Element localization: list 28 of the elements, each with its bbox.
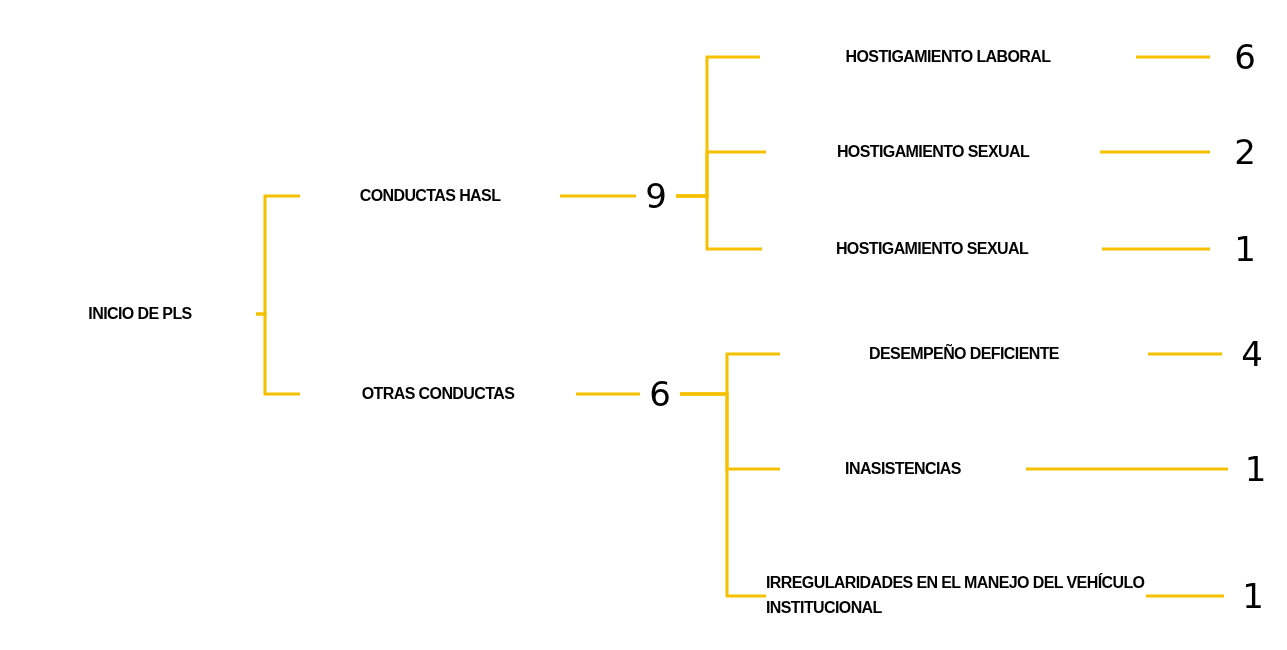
category-label: INICIO DE PLS bbox=[88, 303, 192, 324]
category-label: DESEMPEÑO DEFICIENTE bbox=[869, 343, 1059, 364]
count-value: 6 bbox=[1234, 37, 1256, 77]
category-label: CONDUCTAS HASL bbox=[359, 185, 501, 206]
connector-line bbox=[680, 392, 766, 598]
connector-line bbox=[1026, 467, 1228, 471]
category-label: HOSTIGAMIENTO SEXUAL bbox=[835, 238, 1029, 259]
category-label: HOSTIGAMIENTO SEXUAL bbox=[836, 141, 1030, 162]
count-value: 6 bbox=[649, 374, 671, 414]
count-value: 9 bbox=[645, 176, 667, 216]
category-label: IRREGULARIDADES EN EL MANEJO DEL VEHÍCULO INSTITUCIONAL bbox=[766, 572, 1146, 618]
category-label: INASISTENCIAS bbox=[845, 458, 961, 479]
connector-line bbox=[576, 392, 640, 396]
connector-line bbox=[1100, 150, 1210, 154]
connector-line bbox=[1148, 352, 1222, 356]
count-value: 1 bbox=[1244, 449, 1267, 489]
count-value: 1 bbox=[1242, 576, 1264, 616]
connector-line bbox=[676, 194, 762, 251]
connector-line bbox=[1102, 247, 1210, 251]
connector-line bbox=[1136, 55, 1210, 59]
connector-line bbox=[256, 312, 300, 396]
connector-line bbox=[560, 194, 636, 198]
count-value: 2 bbox=[1234, 132, 1256, 172]
category-label: OTRAS CONDUCTAS bbox=[361, 383, 515, 404]
connector-line bbox=[1146, 594, 1224, 598]
category-label: HOSTIGAMIENTO LABORAL bbox=[845, 46, 1051, 67]
count-value: 1 bbox=[1234, 229, 1256, 269]
count-value: 4 bbox=[1241, 334, 1263, 374]
